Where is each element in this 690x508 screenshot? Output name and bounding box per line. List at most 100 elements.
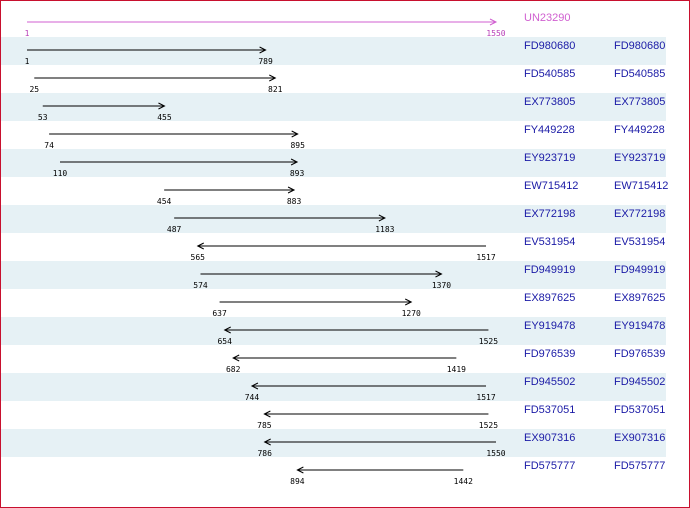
start-position: 74 [44,141,54,150]
start-position: 53 [38,113,48,122]
accession-link[interactable]: FD540585 [524,68,576,80]
end-position: 789 [258,57,273,66]
accession-link[interactable]: EX772198 [524,208,576,220]
accession-link-secondary[interactable]: EX773805 [614,96,666,108]
end-position: 455 [157,113,172,122]
end-position: 895 [290,141,305,150]
accession-link-secondary[interactable]: EX897625 [614,292,666,304]
accession-link[interactable]: FY449228 [524,124,575,136]
arrow-right-icon [158,102,166,110]
row-shading [1,149,666,177]
accession-link-secondary[interactable]: FD945502 [614,376,666,388]
arrow-left-icon [223,326,231,334]
accession-link[interactable]: EV531954 [524,236,576,248]
accession-link-secondary[interactable]: EY919478 [614,320,666,332]
arrow-right-icon [290,158,299,166]
accession-link-secondary[interactable]: FD949919 [614,264,666,276]
start-position: 894 [290,477,305,486]
accession-link-secondary[interactable]: FD976539 [614,348,666,360]
alignment-track: 53 455 [38,102,172,122]
arrow-right-icon [404,298,413,306]
accession-link-secondary[interactable]: FY449228 [614,124,665,136]
accession-link-secondary[interactable]: EV531954 [614,236,666,248]
end-position: 1270 [402,309,421,318]
accession-link[interactable]: EX897625 [524,292,576,304]
accession-link[interactable]: FD976539 [524,348,576,360]
row-shading [1,93,666,121]
arrow-left-icon [250,382,259,390]
accession-link-secondary[interactable]: FD575777 [614,460,666,472]
accession-link[interactable]: FD949919 [524,264,576,276]
accession-link[interactable]: FD945502 [524,376,576,388]
start-position: 744 [245,393,260,402]
arrow-right-icon [435,270,443,278]
start-position: 565 [191,253,206,262]
end-position: 821 [268,85,283,94]
arrow-left-icon [263,438,271,446]
end-position: 1525 [479,337,498,346]
alignment-track: 74 895 [44,130,305,150]
alignment-row: 637 1270 EX897625 EX897625 [1,289,689,318]
arrow-right-icon [269,74,277,82]
accession-link[interactable]: EY919478 [524,320,576,332]
reference-name-link[interactable]: UN23290 [524,12,571,24]
arrow-right-icon [287,186,296,194]
start-position: 637 [212,309,227,318]
alignment-track: 565 1517 [191,242,496,262]
end-position: 1525 [479,421,498,430]
accession-link-secondary[interactable]: FD540585 [614,68,666,80]
accession-link[interactable]: FD537051 [524,404,576,416]
arrow-left-icon [263,410,271,418]
start-position: 487 [167,225,182,234]
end-position: 893 [290,169,305,178]
arrow-left-icon [296,466,304,474]
start-position: 682 [226,365,241,374]
row-shading [1,429,666,457]
accession-link-secondary[interactable]: EX907316 [614,432,666,444]
arrow-right-icon [291,130,299,138]
accession-link[interactable]: FD980680 [524,40,576,52]
arrow-right-icon [378,214,386,222]
start-position: 454 [157,197,172,206]
accession-link-secondary[interactable]: EX772198 [614,208,666,220]
accession-link-secondary[interactable]: FD537051 [614,404,666,416]
accession-link[interactable]: EY923719 [524,152,576,164]
end-position: 1517 [476,253,495,262]
accession-link[interactable]: EW715412 [524,180,579,192]
row-shading [1,317,666,345]
alignment-row: 565 1517 EV531954 EV531954 [1,233,689,262]
alignment-row: 53 455 EX773805 EX773805 [1,93,689,122]
alignment-track: 894 1442 [290,466,473,486]
arrow-right-icon [489,18,498,26]
end-position: 883 [287,197,302,206]
start-position: 786 [257,449,272,458]
row-shading [1,205,666,233]
alignment-row: 654 1525 EY919478 EY919478 [1,317,689,346]
accession-link-secondary[interactable]: FD980680 [614,40,666,52]
start-position: 1 [25,29,30,38]
end-position: 1550 [486,29,505,38]
accession-link[interactable]: EX907316 [524,432,576,444]
reference-row: 1 1550 UN23290 [1,9,689,38]
start-position: 654 [217,337,232,346]
row-shading [1,37,666,65]
accession-link[interactable]: FD575777 [524,460,576,472]
accession-link-secondary[interactable]: EW715412 [614,180,669,192]
row-shading [1,261,666,289]
row-shading [1,373,666,401]
accession-link[interactable]: EX773805 [524,96,576,108]
alignment-row: 454 883 EW715412 EW715412 [1,177,689,206]
accession-link-secondary[interactable]: EY923719 [614,152,666,164]
end-position: 1442 [454,477,473,486]
